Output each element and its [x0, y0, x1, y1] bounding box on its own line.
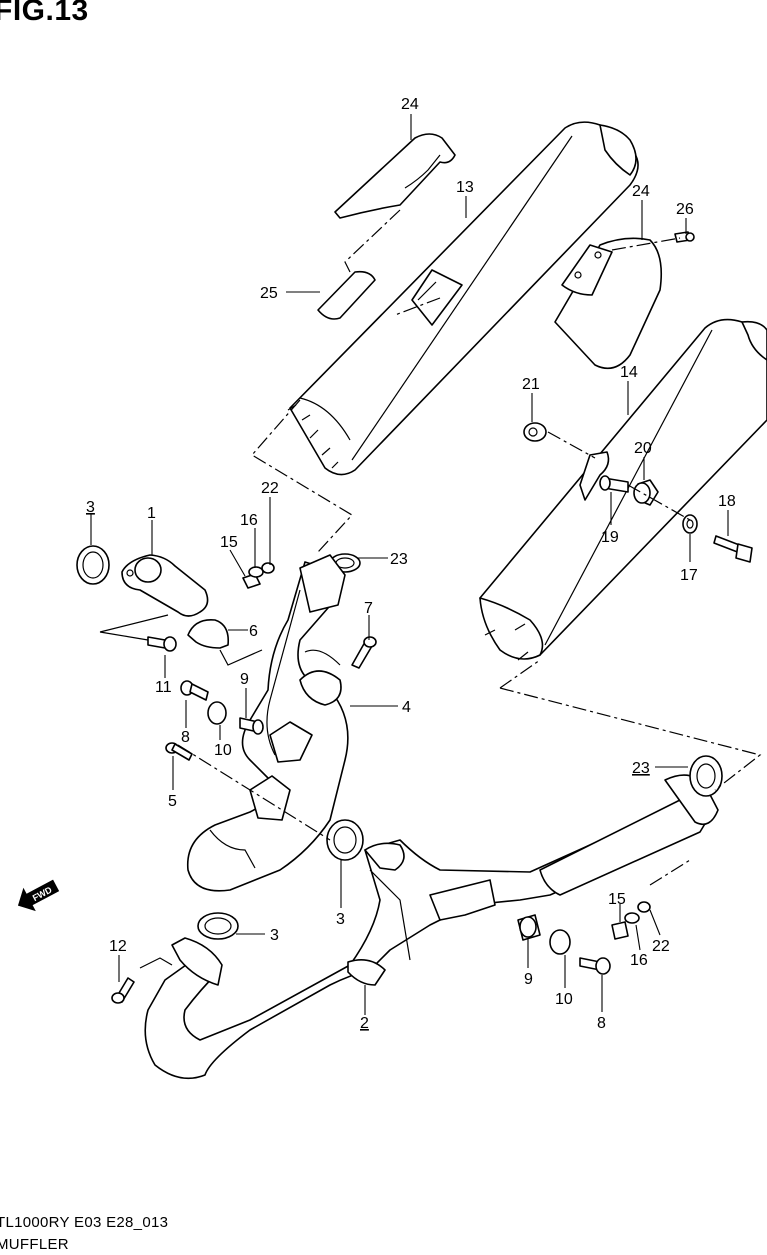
bolt-11	[147, 636, 177, 652]
collar-9-left	[239, 717, 264, 735]
bolt-12	[111, 977, 135, 1004]
clip-22-lower	[637, 901, 651, 913]
callout-23-lower: 23	[632, 760, 650, 777]
gasket-6	[187, 618, 230, 649]
callout-23-upper: 23	[390, 551, 408, 568]
callout-15-lower: 15	[608, 891, 626, 908]
collar-19	[599, 475, 629, 493]
callout-10-lower: 10	[555, 991, 573, 1008]
callout-9-left: 9	[240, 671, 249, 688]
bolt-7	[351, 636, 377, 669]
bolt-5	[165, 742, 193, 761]
callout-21: 21	[522, 376, 540, 393]
callout-12: 12	[109, 938, 127, 955]
callout-17: 17	[680, 567, 698, 584]
section-name: MUFFLER	[0, 1236, 69, 1253]
callout-1: 1	[147, 505, 156, 522]
callout-5: 5	[168, 793, 177, 810]
callout-20: 20	[634, 440, 652, 457]
callout-2: 2	[360, 1015, 369, 1032]
bush-10-left	[207, 701, 227, 725]
callout-11: 11	[155, 679, 172, 696]
callout-8-lower: 8	[597, 1015, 606, 1032]
heat-shield-25	[317, 270, 376, 320]
callout-14: 14	[620, 364, 638, 381]
callout-3-middle: 3	[336, 911, 345, 928]
callout-8-left: 8	[181, 729, 190, 746]
bolt-18	[713, 535, 753, 563]
washer-16-lower	[624, 912, 640, 924]
fwd-direction-badge: FWD	[17, 879, 60, 912]
callout-22-lower: 22	[652, 938, 670, 955]
callout-16-lower: 16	[630, 952, 648, 969]
gasket-23-lower	[689, 755, 723, 797]
bolt-8-lower	[579, 957, 611, 975]
callout-numbers: 24 13 24 26 25 21 14 20 19 18 17 3 1 22 …	[86, 96, 736, 1032]
callout-6: 6	[249, 623, 258, 640]
callout-19: 19	[601, 529, 619, 546]
callout-10-left: 10	[214, 742, 232, 759]
callout-3-lower: 3	[270, 927, 279, 944]
collar-9-lower	[517, 914, 541, 941]
callout-25: 25	[260, 285, 278, 302]
callout-3-upper: 3	[86, 499, 95, 516]
gasket-3-middle	[326, 819, 364, 861]
callout-16-upper: 16	[240, 512, 258, 529]
assembly-lines	[99, 209, 762, 969]
callout-13: 13	[456, 179, 474, 196]
figure-title: FIG.13	[0, 0, 89, 27]
callout-24-upper: 24	[401, 96, 419, 113]
heat-shield-24-upper	[334, 133, 456, 219]
bush-10-lower	[549, 929, 571, 955]
gasket-3-lower	[197, 912, 239, 940]
washer-16-upper	[248, 566, 264, 578]
joint-1	[121, 554, 209, 617]
nut-15-lower	[611, 921, 629, 940]
callout-18: 18	[718, 493, 736, 510]
leader-lines	[90, 114, 729, 1015]
callout-7: 7	[364, 600, 373, 617]
callout-4: 4	[402, 699, 411, 716]
heat-shield-24-right	[554, 237, 663, 370]
callout-22-upper: 22	[261, 480, 279, 497]
nut-21	[523, 422, 547, 442]
clip-22-upper	[261, 562, 275, 574]
callout-15-upper: 15	[220, 534, 238, 551]
washer-17	[682, 514, 698, 534]
muffler-13	[287, 121, 639, 476]
callout-26: 26	[676, 201, 694, 218]
model-code: TL1000RY E03 E28_013	[0, 1214, 169, 1231]
callout-9-lower: 9	[524, 971, 533, 988]
bolt-26	[674, 231, 695, 243]
bolt-8-left	[180, 680, 209, 701]
gasket-3-upper	[76, 545, 110, 585]
exhaust-pipe-2	[144, 774, 719, 1080]
callout-24-right: 24	[632, 183, 650, 200]
